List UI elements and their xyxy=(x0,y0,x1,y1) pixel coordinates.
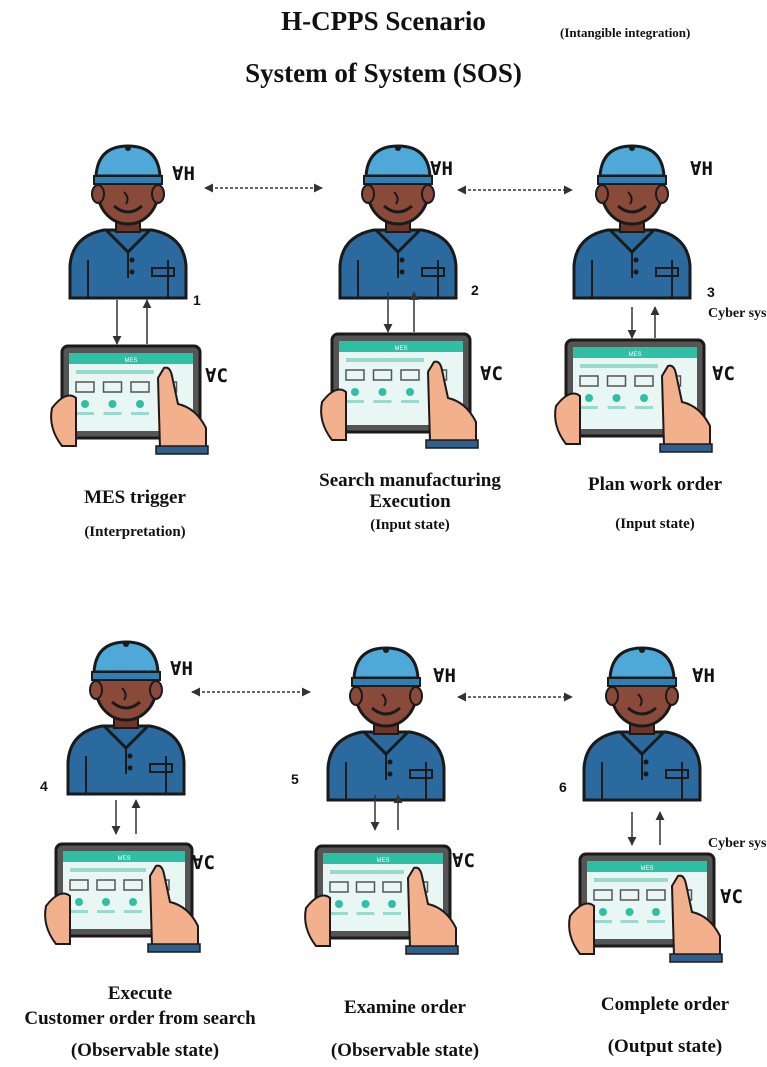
state-step-2: (Input state) xyxy=(370,517,450,533)
human-symbol-2: ∀H xyxy=(430,158,453,180)
cyber-symbol-4: ∀C xyxy=(192,852,215,874)
cyber-system-label-3: Cyber system xyxy=(708,306,767,321)
worker-icon-3 xyxy=(572,144,692,300)
state-step-6: (Output state) xyxy=(607,1036,723,1057)
tablet-icon-4: MES xyxy=(44,842,201,953)
cyber-symbol-1: ∀C xyxy=(205,365,228,387)
tablet-icon-6: MES xyxy=(568,852,723,963)
tablet-icon-1: MES xyxy=(50,344,209,455)
state-step-4: (Observable state) xyxy=(70,1040,220,1061)
step-number-3: 3 xyxy=(707,284,715,300)
worker-icon-2 xyxy=(338,144,458,300)
caption-step-1: MES trigger xyxy=(84,487,186,508)
tablet-icon-2: MES xyxy=(320,332,479,449)
caption-step-4-line1: Execute xyxy=(107,983,173,1004)
cyber-symbol-3: ∀C xyxy=(712,363,735,385)
tablet-header-text: MES xyxy=(117,856,130,862)
step-number-4: 4 xyxy=(40,778,48,794)
step-number-5: 5 xyxy=(291,771,299,787)
tablet-icon-3: MES xyxy=(554,338,713,453)
tablet-header-text: MES xyxy=(376,858,389,864)
cyber-symbol-6: ∀C xyxy=(720,886,743,908)
step-number-6: 6 xyxy=(559,779,567,795)
tablet-header-text: MES xyxy=(124,358,137,364)
cyber-system-label-6: Cyber system xyxy=(708,836,767,851)
worker-icon-4 xyxy=(66,640,186,796)
cyber-symbol-5: ∀C xyxy=(452,850,475,872)
step-number-2: 2 xyxy=(471,282,479,298)
caption-step-5: Examine order xyxy=(344,997,466,1018)
tablet-header-text: MES xyxy=(640,866,653,872)
human-symbol-6: ∀H xyxy=(692,665,715,687)
human-symbol-3: ∀H xyxy=(690,158,713,180)
cyber-symbol-2: ∀C xyxy=(480,363,503,385)
caption-step-4-line2: Customer order from search xyxy=(24,1008,256,1029)
worker-icon-1 xyxy=(68,144,188,300)
diagram-title: H-CPPS Scenario xyxy=(281,6,486,36)
state-step-5: (Observable state) xyxy=(330,1040,480,1061)
caption-step-6: Complete order xyxy=(600,994,730,1015)
caption-step-3: Plan work order xyxy=(587,474,723,495)
diagram-title-sos: System of System (SOS) xyxy=(245,58,522,88)
worker-icon-5 xyxy=(326,646,446,802)
caption-step-2: Search manufacturing Execution xyxy=(319,470,501,512)
worker-icon-6 xyxy=(582,646,702,802)
diagram-subtitle-note: (Intangible integration) xyxy=(560,25,691,40)
state-step-3: (Input state) xyxy=(615,516,695,532)
step-number-1: 1 xyxy=(193,292,201,308)
tablet-icon-5: MES xyxy=(304,844,459,955)
state-step-1: (Interpretation) xyxy=(84,524,186,540)
tablet-header-text: MES xyxy=(394,346,407,352)
human-symbol-4: ∀H xyxy=(170,658,193,680)
tablet-header-text: MES xyxy=(628,352,641,358)
human-symbol-5: ∀H xyxy=(433,665,456,687)
human-symbol-1: ∀H xyxy=(172,163,195,185)
